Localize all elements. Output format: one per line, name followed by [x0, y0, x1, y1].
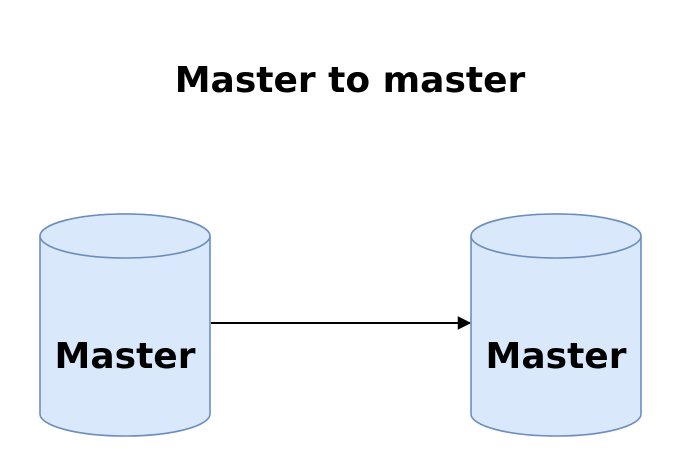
- cylinder-top: [470, 213, 642, 259]
- diagram-title: Master to master: [175, 60, 526, 101]
- database-node-left: Master: [39, 213, 211, 437]
- node-label-right: Master: [486, 336, 627, 377]
- database-node-right: Master: [470, 213, 642, 437]
- node-label-left: Master: [55, 336, 196, 377]
- cylinder-top: [39, 213, 211, 259]
